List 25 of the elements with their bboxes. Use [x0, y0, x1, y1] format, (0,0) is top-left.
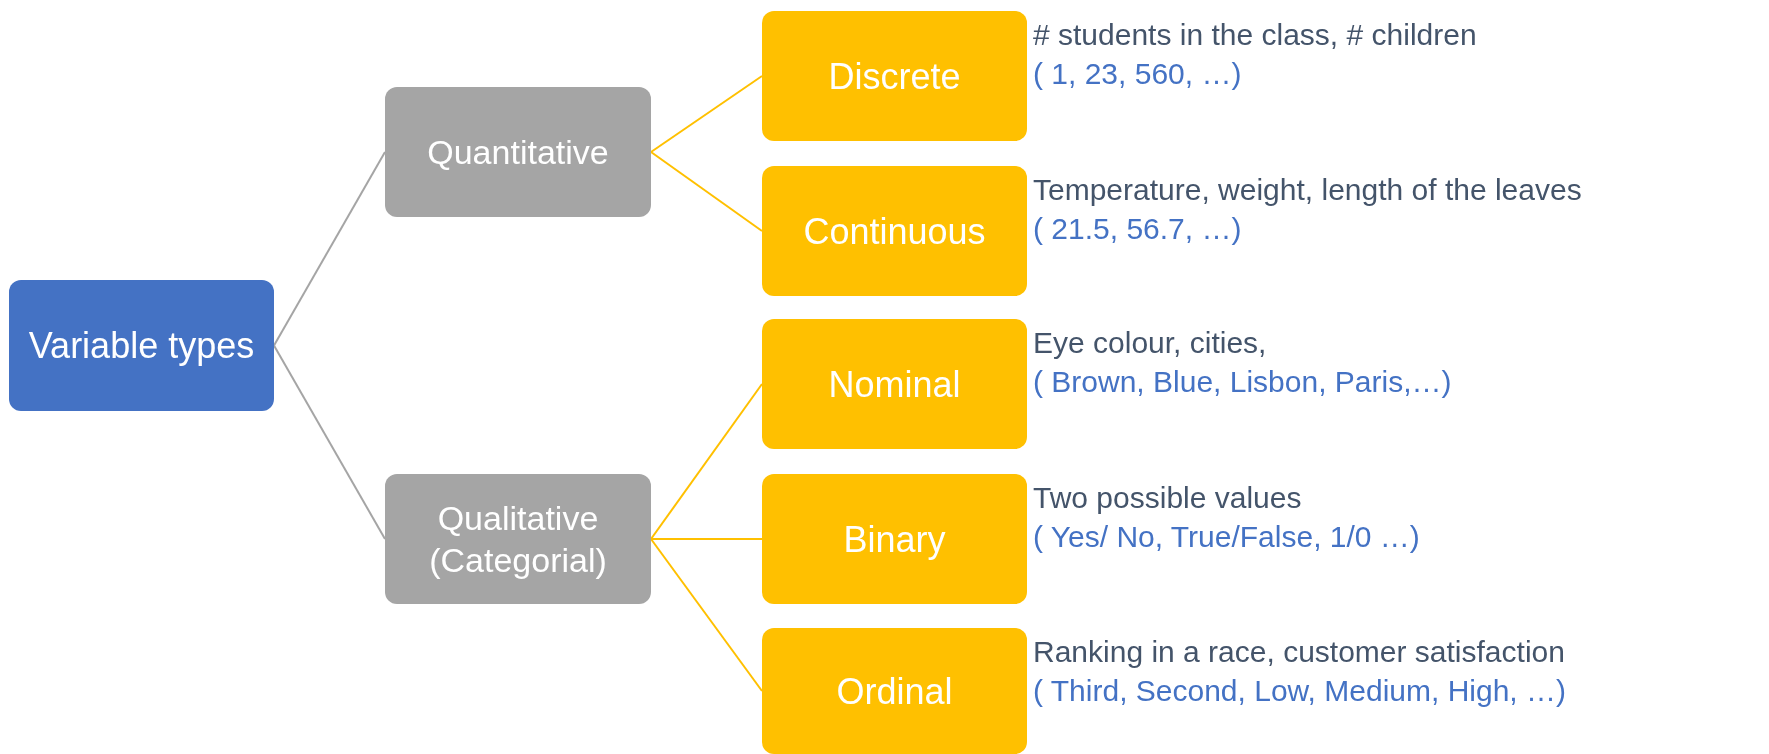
- description-text: Two possible values: [1033, 480, 1303, 516]
- category-box: Continuous: [762, 166, 1027, 296]
- connector-line: [273, 151, 386, 347]
- connector-line: [650, 538, 763, 540]
- category-box: Qualitative (Categorial): [385, 474, 651, 604]
- description-text: # students in the class, # children: [1033, 17, 1477, 53]
- connector-line: [650, 383, 763, 540]
- description-text: Ranking in a race, customer satisfaction: [1033, 634, 1566, 670]
- description-text: Eye colour, cities,: [1033, 325, 1268, 361]
- example-text: ( 21.5, 56.7, …): [1033, 211, 1243, 247]
- connector-line: [650, 75, 763, 153]
- example-text: ( Brown, Blue, Lisbon, Paris,…): [1033, 364, 1452, 400]
- category-box: Discrete: [762, 11, 1027, 141]
- connector-line: [650, 538, 763, 692]
- category-box: Ordinal: [762, 628, 1027, 754]
- category-box: Variable types: [9, 280, 274, 411]
- example-text: ( 1, 23, 560, …): [1033, 56, 1243, 92]
- example-text: ( Third, Second, Low, Medium, High, …): [1033, 673, 1566, 709]
- connector-line: [650, 151, 763, 232]
- description-text: Temperature, weight, length of the leaves: [1033, 172, 1582, 208]
- example-text: ( Yes/ No, True/False, 1/0 …): [1033, 519, 1420, 555]
- category-box: Quantitative: [385, 87, 651, 217]
- connector-line: [273, 344, 386, 540]
- category-box: Binary: [762, 474, 1027, 604]
- category-box: Nominal: [762, 319, 1027, 449]
